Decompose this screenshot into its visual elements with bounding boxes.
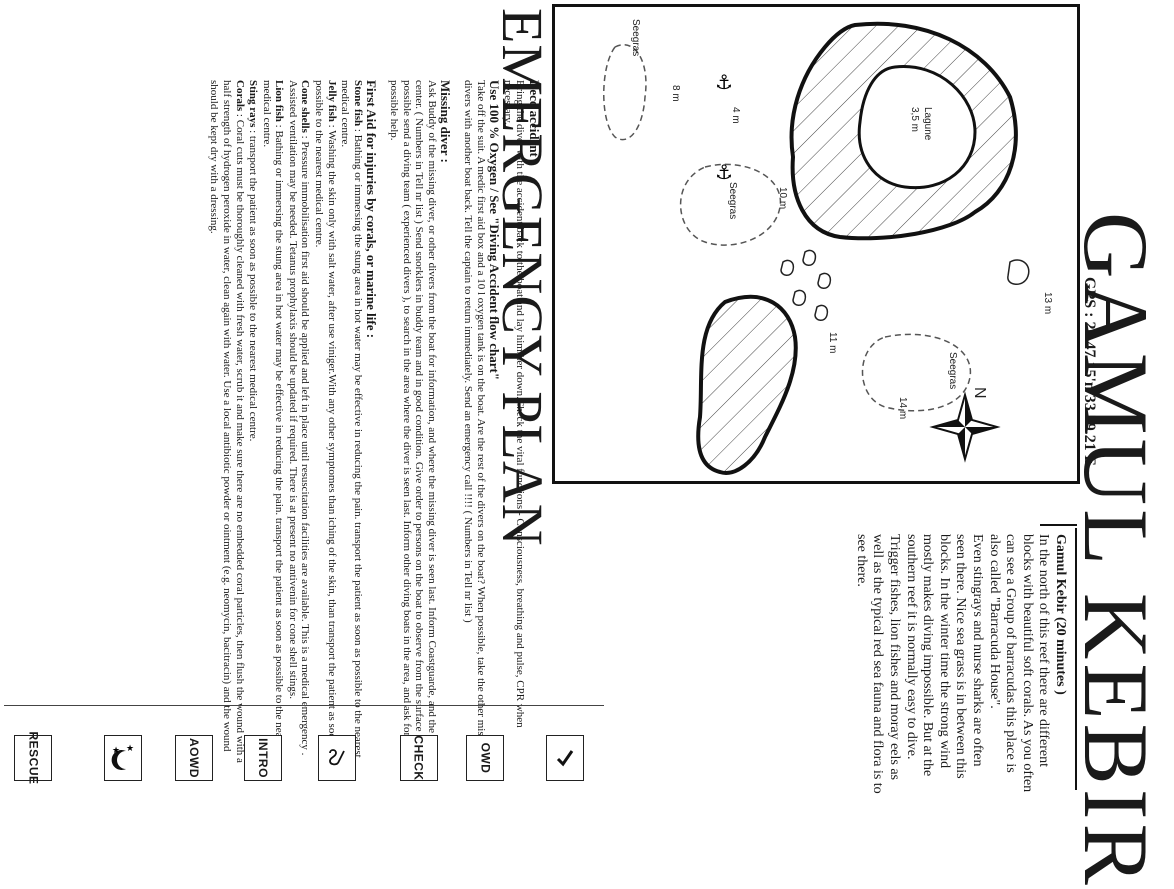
- owd-button[interactable]: OWD: [466, 735, 504, 781]
- anchor-icon: ⚓: [715, 70, 733, 94]
- south-reef: [696, 295, 798, 475]
- first-aid-item-name: Stone fish: [351, 80, 364, 127]
- first-aid-item-text: : transport the patient as soon as possi…: [247, 130, 260, 442]
- first-aid-item: Jelly fish : Washing the skin only with …: [313, 80, 338, 770]
- first-aid-item: Lion fish : Bathing or immersing the stu…: [260, 80, 286, 770]
- checkmark-icon: [556, 750, 574, 767]
- map-label-seegras-1: Seegras: [630, 19, 641, 56]
- check-button-label: CHECK: [412, 735, 427, 781]
- emergency-plan-body: Deco accident : Bring the diver with the…: [207, 80, 542, 770]
- map-label-depth-11: 11 m: [827, 332, 838, 354]
- first-aid-item-name: Lion fish: [273, 80, 286, 122]
- gps-coordinates: GPS : 26 47.15'n 33 59.21'E: [1081, 277, 1098, 466]
- reef-map-svg: ⚓ ⚓ N Lagune 3,5 m Seegras Seegras Seegr…: [603, 19, 1053, 475]
- intro-button[interactable]: INTRO: [244, 735, 282, 781]
- oxygen-text: Take off the suit. A medic first aid box…: [462, 80, 487, 754]
- map-label-depth-14: 14 m: [897, 397, 908, 419]
- map-label-depth-13: 13 m: [1042, 292, 1053, 314]
- map-label-seegras-2: Seegras: [727, 182, 738, 219]
- section-divider: [4, 705, 604, 706]
- first-aid-item: Corals : Coral cuts must be thoroughly c…: [208, 80, 246, 770]
- map-label-north: N: [971, 387, 988, 399]
- map-label-depth-8: 8 m: [670, 85, 681, 102]
- missing-diver-text: Ask Buddy of the missing diver, or other…: [388, 80, 438, 764]
- rescue-button[interactable]: RESCUE: [14, 731, 52, 785]
- first-aid-item-name: Sting rays: [247, 80, 260, 128]
- buddy-icon: [329, 749, 345, 766]
- aowd-button[interactable]: AOWD: [175, 735, 213, 781]
- oxygen-heading: Use 100 % Oxygen / See "Diving Accident …: [487, 80, 503, 381]
- description-paragraph-1: In the north of this reef there are diff…: [986, 534, 1052, 793]
- dive-site-map: ⚓ ⚓ N Lagune 3,5 m Seegras Seegras Seegr…: [552, 4, 1080, 484]
- coral-block-4: [792, 289, 807, 306]
- aowd-button-label: AOWD: [187, 738, 201, 778]
- seagrass-patch-3: [861, 333, 972, 412]
- missing-diver-heading: Missing diver :: [438, 80, 454, 163]
- anchor-icon: ⚓: [715, 160, 733, 184]
- first-aid-item-name: Cone shells: [299, 80, 312, 133]
- first-aid-item: Cone shells : Pressure immobilisation fi…: [286, 80, 312, 770]
- coral-block-5: [814, 304, 829, 321]
- map-label-seegras-3: Seegras: [947, 352, 958, 389]
- lagoon: [857, 65, 977, 190]
- map-label-lagune: Lagune: [922, 107, 933, 141]
- deco-text: Bring the diver with the accident back t…: [501, 80, 527, 728]
- rescue-button-label: RESCUE: [26, 731, 41, 785]
- first-aid-item: Stone fish : Bathing or immersing the st…: [339, 80, 364, 770]
- seagrass-patch-2: [679, 163, 782, 246]
- description-rule-top: [1040, 524, 1077, 526]
- deco-heading: Deco accident :: [527, 80, 542, 165]
- site-description: Gamul Kebir (20 minutes ) In the north o…: [852, 534, 1068, 794]
- first-aid-item-text: : Bathing or immersing the stung area in…: [260, 80, 286, 754]
- seagrass-patch-1: [603, 44, 647, 141]
- owd-button-label: OWD: [477, 742, 492, 774]
- first-aid-item-name: Corals: [233, 80, 246, 112]
- first-aid-item-name: Jelly fish: [325, 80, 338, 122]
- map-label-lagune-depth: 3,5 m: [909, 107, 920, 132]
- compass-rose: [929, 391, 1001, 463]
- checkmark-button[interactable]: [546, 735, 584, 781]
- svg-text:★: ★: [112, 746, 120, 756]
- description-rule: [1075, 528, 1077, 790]
- first-aid-item-text: : Bathing or immersing the stung area in…: [339, 80, 364, 758]
- first-aid-item-text: : Pressure immobilisation first aid shou…: [286, 80, 312, 756]
- first-aid-heading: First Aid for injuries by corals, or mar…: [364, 80, 380, 339]
- map-label-depth-10: 10 m: [777, 187, 788, 209]
- moon-stars-icon: ★ ★: [111, 744, 134, 770]
- check-button[interactable]: CHECK: [400, 735, 438, 781]
- coral-block-6: [1007, 259, 1030, 285]
- map-label-depth-4: 4 m: [730, 107, 741, 124]
- svg-text:★: ★: [126, 744, 134, 754]
- buddy-button[interactable]: [318, 735, 356, 781]
- description-lead: Gamul Kebir (20 minutes ): [1053, 534, 1068, 695]
- first-aid-item: Sting rays : transport the patient as so…: [247, 80, 260, 770]
- night-dive-button[interactable]: ★ ★: [104, 735, 142, 781]
- first-aid-item-text: : Coral cuts must be thoroughly cleaned …: [208, 80, 246, 763]
- description-paragraph-2: Even stingrays and nurse sharks are ofte…: [853, 534, 986, 794]
- first-aid-item-text: : Washing the skin only with salt water,…: [313, 80, 338, 757]
- coral-block-1: [780, 259, 795, 276]
- coral-block-2: [802, 249, 817, 266]
- intro-button-label: INTRO: [256, 738, 270, 778]
- coral-block-3: [817, 272, 832, 289]
